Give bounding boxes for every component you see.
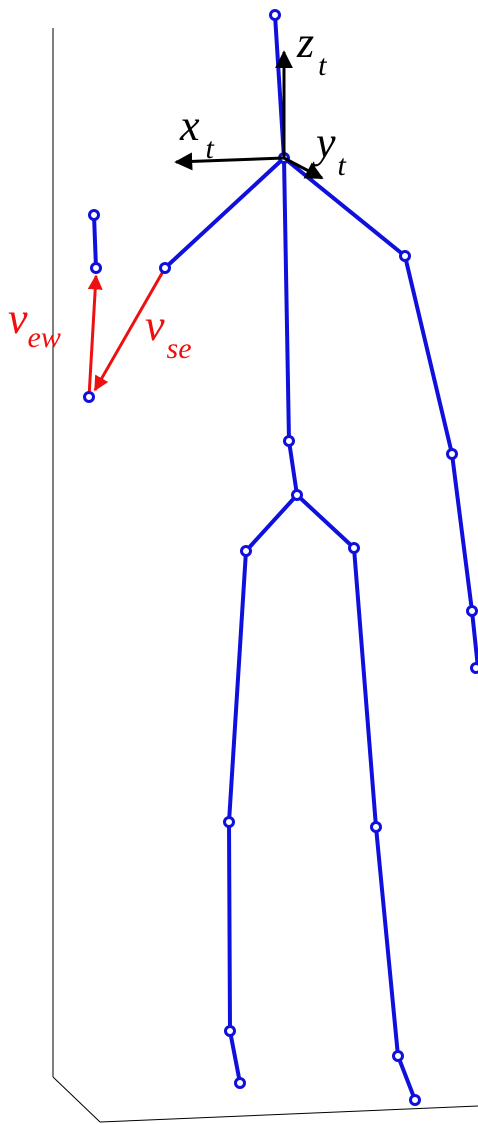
axes-frame [52,28,478,1123]
torso-frame-axes [174,50,324,180]
joint-spine [283,435,295,447]
bone-spine [282,156,291,443]
y-axis-arrow [283,156,324,180]
v-ew-label-sub: ew [28,321,61,354]
bone-right-foot [396,1054,417,1102]
y-axis-label-sub: t [338,149,347,182]
vectors [87,267,167,398]
bone-right-hand [470,609,478,670]
joint-left-elbow [83,391,95,403]
v-ew-label-base: v [8,294,28,343]
joint-left-hand-tip [88,209,100,221]
bone-hip-right [295,493,356,550]
z-axis-label-base: z [296,18,314,67]
bone-left-thigh [227,549,248,824]
joint-right-shoulder [399,250,411,262]
v-ew-label: vew [8,294,61,354]
joint-hip-center [291,489,303,501]
bone-spine-hip [287,439,299,497]
joint-right-hand [470,662,478,674]
bone-left-foot [228,1029,242,1085]
bone-left-shin [227,820,232,1033]
v-se-label-sub: se [167,332,192,365]
joint-left-hip [240,545,252,557]
joint-right-ankle [392,1050,404,1062]
joint-right-wrist [466,605,478,617]
x-axis-arrow [174,152,285,171]
joint-left-wrist [90,262,102,274]
bone-left-wrist-hand [92,213,98,270]
bone-right-thigh [352,546,378,829]
vector-v-ew-arrow [87,274,103,398]
v-se-label-base: v [145,301,165,350]
joint-left-ankle [224,1025,236,1037]
frame-bottom-line [99,1105,478,1123]
joint-left-knee [223,816,235,828]
skeleton-joints [83,9,478,1106]
v-se-label: vse [145,301,192,365]
vector-v-se-arrow [93,267,167,392]
skeleton-bones [92,13,478,1102]
joint-right-knee [370,821,382,833]
x-axis-label-base: x [179,101,200,150]
bone-right-shin [374,825,400,1058]
joint-head [269,9,281,21]
frame-diagonal-line [52,1076,101,1123]
bone-right-upper-arm [403,254,454,456]
joint-left-shoulder [159,262,171,274]
joint-right-elbow [446,448,458,460]
joint-left-foot [234,1077,246,1089]
joint-right-hip [348,542,360,554]
bone-neck-left-shoulder [163,156,286,270]
bone-right-forearm [450,452,474,613]
z-axis-label-sub: t [318,49,327,82]
bone-hip-left [244,493,299,553]
joint-right-foot [409,1094,421,1106]
y-axis-label: yt [312,118,347,182]
y-axis-label-base: y [312,118,336,167]
x-axis-label-sub: t [206,132,215,165]
